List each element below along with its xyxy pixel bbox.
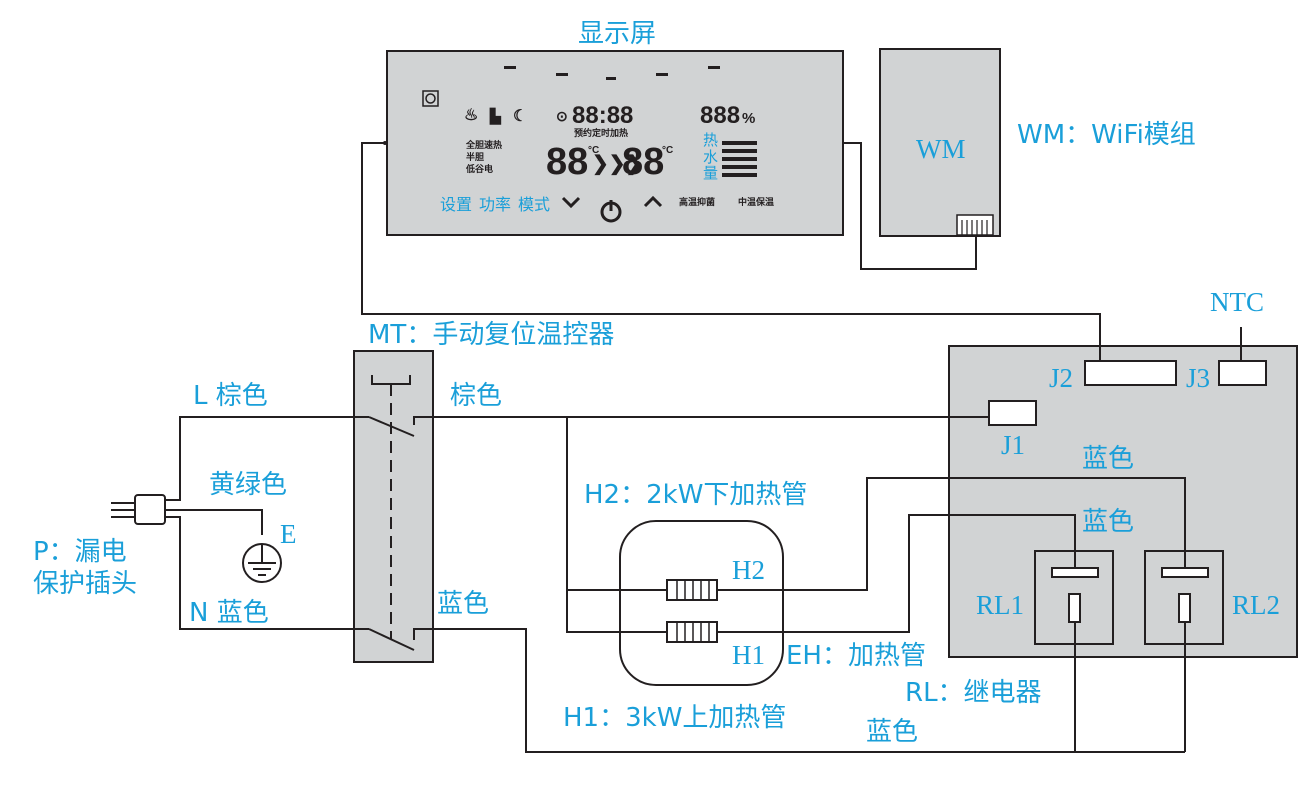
relay-rl2-coil bbox=[1178, 593, 1191, 623]
label-blue-top: 蓝色 bbox=[1082, 444, 1134, 474]
lcd-side-text: 低谷电 bbox=[465, 163, 493, 174]
level-bar bbox=[722, 173, 757, 177]
indicator-dash bbox=[556, 73, 568, 76]
label-h2: H2 bbox=[732, 555, 765, 585]
bath-icon: ▙ bbox=[489, 107, 502, 125]
power-indicator-square-icon bbox=[422, 90, 439, 107]
lcd-timer-caption: 预约定时加热 bbox=[574, 127, 628, 138]
label-blue-mt: 蓝色 bbox=[437, 589, 489, 619]
wire-display-wm bbox=[843, 142, 977, 270]
lcd-heat-amount-3: 量 bbox=[703, 164, 718, 182]
switch-n bbox=[368, 628, 415, 651]
label-rl-desc: RL：继电器 bbox=[905, 678, 1042, 708]
label-rl1: RL1 bbox=[976, 590, 1024, 620]
connector-j1 bbox=[988, 400, 1037, 426]
label-l-brown: L 棕色 bbox=[193, 381, 268, 411]
lcd-percent: 888 bbox=[700, 102, 740, 129]
btn-mode: 模式 bbox=[518, 195, 550, 214]
level-bar bbox=[722, 157, 757, 161]
indicator-dash bbox=[504, 66, 516, 69]
label-yellow-green: 黄绿色 bbox=[209, 470, 287, 500]
label-ntc: NTC bbox=[1210, 287, 1264, 317]
lcd-deg-left: °C bbox=[588, 145, 599, 156]
label-plug-1: P：漏电 bbox=[33, 537, 127, 567]
wire-mt-out-n bbox=[413, 628, 1185, 753]
lcd-heat-amount-2: 水 bbox=[703, 148, 718, 166]
wire-display-j2 bbox=[361, 142, 1101, 361]
label-h2-desc: H2：2kW下加热管 bbox=[584, 480, 807, 510]
moon-icon: ☾ bbox=[513, 108, 527, 125]
relay-rl2-contact bbox=[1161, 567, 1209, 578]
wave-arrow-icon: ❯❯❯ bbox=[592, 153, 642, 176]
label-earth: E bbox=[280, 519, 297, 549]
display-panel: ♨ ▙ ☾ ⊙ 88:88 预约定时加热 888 % 全胆速热 半胆 低谷电 8… bbox=[386, 50, 844, 236]
wire-earth bbox=[165, 509, 263, 535]
btn-power: 功率 bbox=[479, 195, 511, 214]
display-title: 显示屏 bbox=[578, 19, 656, 49]
thermostat-mt bbox=[353, 350, 434, 663]
wifi-module-desc: WM：WiFi模组 bbox=[1017, 120, 1196, 150]
wire-n-blue bbox=[165, 516, 369, 630]
btn-settings: 设置 bbox=[440, 195, 472, 214]
wire-l-h1 bbox=[566, 590, 667, 633]
thermostat-desc: MT：手动复位温控器 bbox=[368, 320, 614, 350]
label-n-blue: N 蓝色 bbox=[189, 598, 269, 628]
relay-rl1-contact bbox=[1051, 567, 1099, 578]
lcd-side-text: 半胆 bbox=[466, 151, 484, 162]
chevron-down-icon bbox=[561, 196, 581, 209]
wifi-connector-pins bbox=[961, 220, 988, 235]
lcd-side-text: 全胆速热 bbox=[465, 139, 502, 150]
level-bar bbox=[722, 165, 757, 169]
lcd-temp-right: 88 bbox=[622, 141, 664, 183]
heater-enclosure bbox=[619, 520, 784, 686]
connector-j2 bbox=[1084, 360, 1177, 386]
label-j1: J1 bbox=[1001, 430, 1025, 460]
indicator-dash bbox=[606, 77, 616, 80]
lcd-clock: 88:88 bbox=[572, 102, 633, 129]
timer-icon: ⊙ bbox=[556, 108, 568, 124]
btn-right-1: 高温抑菌 bbox=[679, 196, 715, 207]
label-blue-mid: 蓝色 bbox=[1082, 507, 1134, 537]
label-j3: J3 bbox=[1186, 363, 1210, 393]
wire-h1-rl1 bbox=[717, 514, 1076, 633]
label-rl2: RL2 bbox=[1232, 590, 1280, 620]
wire-node bbox=[383, 141, 387, 145]
lcd-deg-right: °C bbox=[662, 145, 673, 156]
wifi-module-box bbox=[879, 48, 1001, 237]
lcd-temp-left: 88 bbox=[546, 141, 588, 183]
label-h1: H1 bbox=[732, 640, 765, 670]
label-blue-bottom: 蓝色 bbox=[866, 717, 918, 747]
heater-h2-icon bbox=[666, 579, 718, 601]
power-indicator-dot-icon bbox=[425, 93, 436, 104]
label-eh-desc: EH：加热管 bbox=[786, 641, 926, 671]
label-plug-2: 保护插头 bbox=[33, 569, 137, 599]
wire-h2-rl2 bbox=[717, 477, 1186, 591]
indicator-dash bbox=[708, 66, 720, 69]
level-bar bbox=[722, 141, 757, 145]
connector-j3 bbox=[1218, 360, 1267, 386]
flame-icon: ♨ bbox=[464, 107, 478, 124]
switch-l bbox=[368, 416, 415, 437]
chevron-up-icon bbox=[643, 195, 663, 208]
btn-right-2: 中温保温 bbox=[738, 196, 774, 207]
wire-l-brown bbox=[165, 416, 369, 501]
relay-rl1-coil bbox=[1068, 593, 1081, 623]
wifi-module-label: WM bbox=[916, 134, 966, 164]
indicator-dash bbox=[656, 73, 668, 76]
label-brown: 棕色 bbox=[450, 381, 502, 411]
heater-h1-icon bbox=[666, 621, 718, 643]
label-h1-desc: H1：3kW上加热管 bbox=[563, 703, 786, 733]
wire-mt-out-l bbox=[413, 416, 567, 425]
control-board bbox=[948, 345, 1298, 658]
label-j2: J2 bbox=[1049, 363, 1073, 393]
lcd-percent-sign: % bbox=[742, 110, 755, 127]
lcd-heat-amount-1: 热 bbox=[703, 131, 718, 149]
plug-icon bbox=[111, 494, 166, 525]
level-bar bbox=[722, 149, 757, 153]
earth-ground-icon bbox=[242, 543, 282, 583]
